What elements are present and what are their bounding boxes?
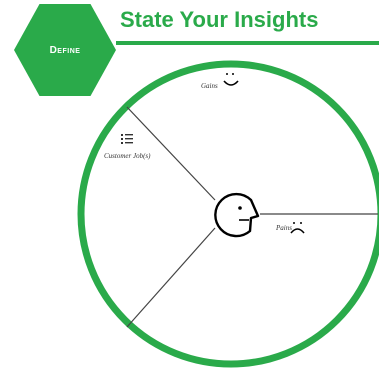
map-outer-circle <box>77 60 379 368</box>
customer-jobs-label: Customer Job(s) <box>104 152 151 160</box>
divider-line-upper <box>126 106 216 201</box>
frown-icon <box>290 222 305 234</box>
smile-icon <box>223 73 239 86</box>
divider-line-lower <box>126 227 216 328</box>
title-underline <box>116 41 379 45</box>
gains-label: Gains <box>201 82 218 90</box>
list-icon <box>121 134 133 144</box>
pains-label: Pains <box>275 224 292 232</box>
head-profile-icon <box>214 192 260 238</box>
define-badge: Define <box>14 4 116 96</box>
page-title: State Your Insights <box>120 7 319 32</box>
define-badge-label: Define <box>49 44 81 56</box>
